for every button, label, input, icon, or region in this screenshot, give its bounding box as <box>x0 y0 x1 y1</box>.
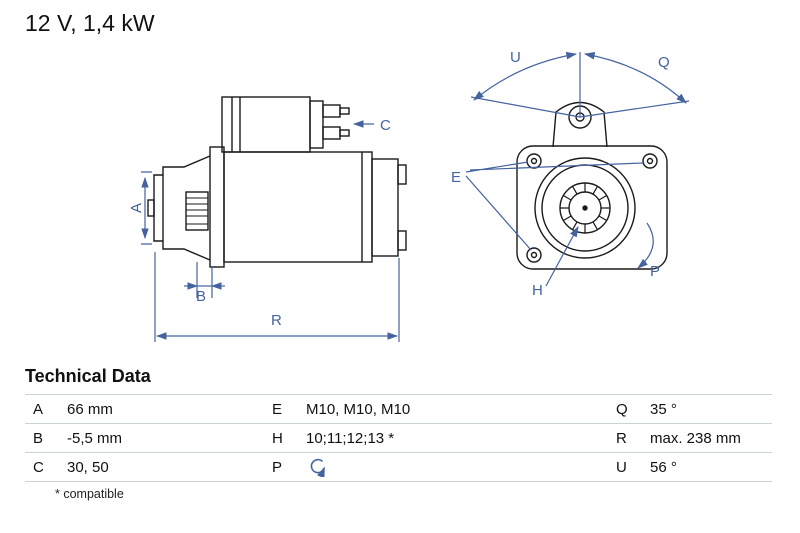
dim-label-e: E <box>451 169 461 186</box>
table-row-3: C 30, 50 P U 56 ° <box>25 452 772 482</box>
technical-data-table: A 66 mm E M10, M10, M10 Q 35 ° B -5,5 mm… <box>25 394 772 482</box>
technical-drawing: A B C R <box>128 49 690 342</box>
product-title: 12 V, 1,4 kW <box>25 10 155 36</box>
side-view-part <box>147 96 407 268</box>
param-key: B <box>25 423 65 453</box>
dimension-r <box>154 252 400 342</box>
param-value: 30, 50 <box>65 452 264 482</box>
footnote: * compatible <box>55 487 124 501</box>
dim-label-h: H <box>532 282 543 299</box>
dim-label-c: C <box>380 117 391 134</box>
param-value: max. 238 mm <box>648 423 772 453</box>
param-value: -5,5 mm <box>65 423 264 453</box>
dimension-p-rotation-arrow <box>637 222 654 269</box>
dimension-a <box>141 171 152 245</box>
param-key: Q <box>608 394 648 424</box>
dimension-u-q-legs <box>470 52 690 118</box>
param-value: 10;11;12;13 * <box>304 423 608 453</box>
param-key: U <box>608 452 648 482</box>
dimension-h-leader <box>545 226 579 287</box>
param-key: P <box>264 452 304 482</box>
param-value: 35 ° <box>648 394 772 424</box>
dimension-u-arc <box>473 51 578 101</box>
dim-label-u: U <box>510 49 521 66</box>
param-value: M10, M10, M10 <box>304 394 608 424</box>
param-key: R <box>608 423 648 453</box>
dim-label-a: A <box>128 203 145 213</box>
param-value: 66 mm <box>65 394 264 424</box>
param-key: E <box>264 394 304 424</box>
dimension-b <box>184 262 225 298</box>
dim-label-r: R <box>271 312 282 329</box>
dim-label-b: B <box>196 288 206 305</box>
table-row-1: A 66 mm E M10, M10, M10 Q 35 ° <box>25 394 772 424</box>
front-view-part <box>516 101 668 270</box>
technical-data-heading: Technical Data <box>25 366 151 386</box>
dimension-q-arc <box>583 52 687 104</box>
dim-label-q: Q <box>658 54 670 71</box>
technical-data-section: Technical Data A 66 mm E M10, M10, M10 Q… <box>25 366 772 501</box>
param-value-rotation <box>304 452 608 482</box>
param-value: 56 ° <box>648 452 772 482</box>
table-row-2: B -5,5 mm H 10;11;12;13 * R max. 238 mm <box>25 423 772 453</box>
param-key: C <box>25 452 65 482</box>
dimension-e-leaders <box>465 161 644 251</box>
param-key: A <box>25 394 65 424</box>
rotation-ccw-icon <box>310 458 325 477</box>
param-key: H <box>264 423 304 453</box>
dim-label-p: P <box>650 263 660 280</box>
